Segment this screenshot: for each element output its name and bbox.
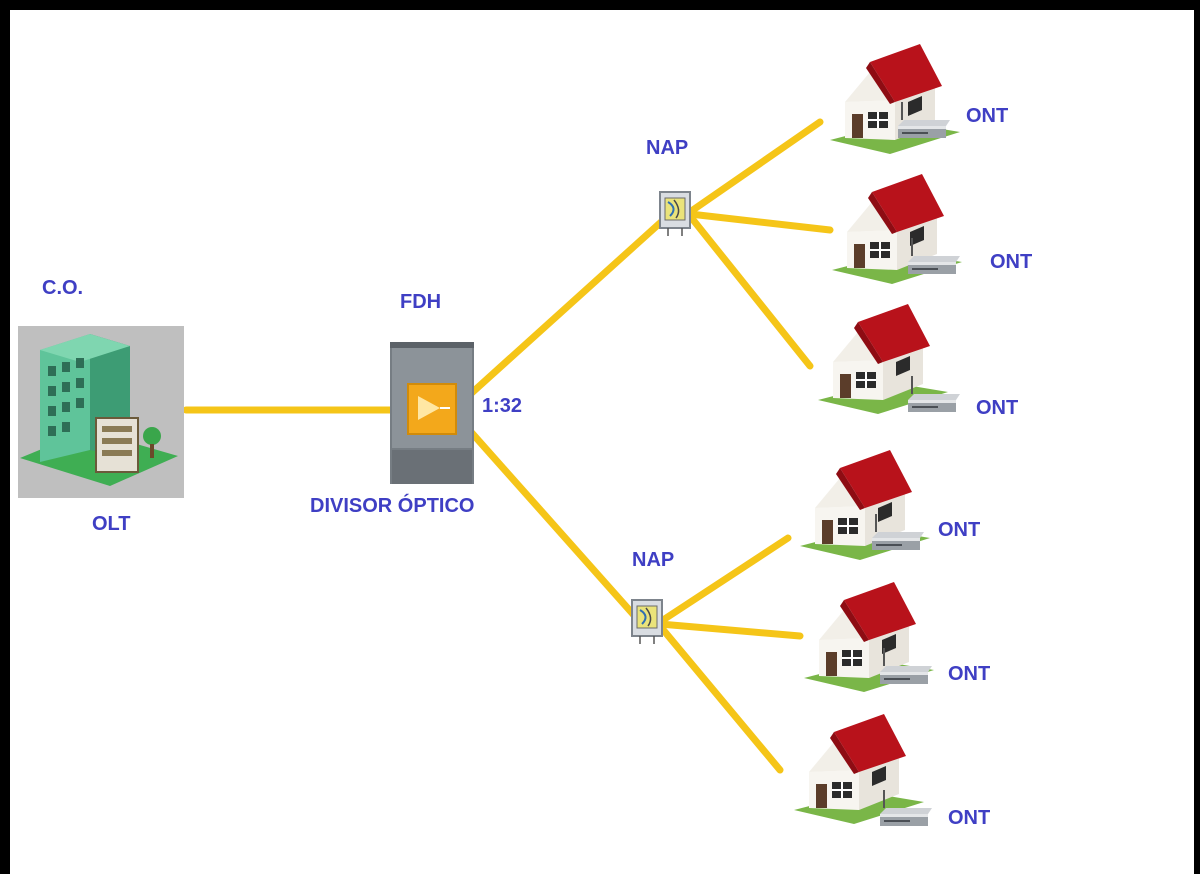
olt-label: OLT [92,513,131,535]
nap-bottom-icon [631,599,663,645]
ont-label-3: ONT [976,397,1019,419]
fiber-nap-bottom-house-4 [656,534,792,626]
fdh-cabinet-icon [390,342,474,484]
fiber-fdh-nap-bottom [451,410,644,626]
ont-label-5: ONT [948,663,991,685]
fiber-nap-top-house-2 [686,210,834,234]
fiber-links [182,118,834,774]
ont-label-1: ONT [966,105,1009,127]
house-6-icon [793,713,925,825]
ont-label-2: ONT [990,251,1033,273]
fdh-label: FDH [400,291,442,313]
network-diagram [18,43,963,827]
ont-label-4: ONT [938,519,981,541]
fiber-fdh-nap-top [451,210,674,412]
nap-top-icon [659,191,691,237]
co-label: C.O. [42,277,84,299]
fiber-nap-bottom-house-6 [656,622,784,774]
ont-label-6: ONT [948,807,991,829]
splitter-label: DIVISOR ÓPTICO [310,495,475,517]
central-office-icon [18,326,184,498]
fiber-nap-top-house-3 [686,212,814,370]
nap-top-label: NAP [646,137,689,159]
fiber-nap-top-house-1 [686,118,824,216]
nap-bottom-label: NAP [632,549,675,571]
diagram-canvas: C.O. OLT FDH 1:32 DIVISOR ÓPTICO NAP NAP… [10,10,1194,874]
split-ratio-label: 1:32 [482,395,523,417]
fiber-nap-bottom-house-5 [656,620,804,640]
